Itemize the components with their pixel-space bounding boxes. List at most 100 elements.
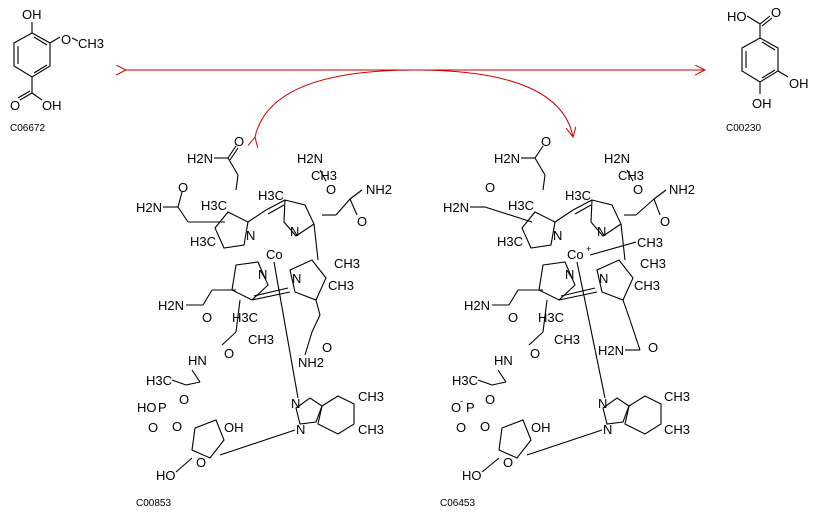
compound-c06453: H2N O H2N O H2N O NH2 O N N N N Co + [440, 134, 695, 509]
atom-label: H3C [258, 188, 284, 203]
atom-label: CH3 [618, 168, 644, 183]
atom-label: N [603, 422, 612, 437]
atom-label: P [466, 400, 475, 415]
atom-label: O [148, 420, 158, 435]
atom-charge: - [460, 396, 463, 406]
atom-label: NH2 [366, 182, 392, 197]
atom-label: NH2 [298, 355, 324, 370]
atom-label: HN [494, 353, 513, 368]
atom-label: O [451, 400, 461, 415]
atom-label: O [771, 5, 781, 20]
atom-label: H2N [158, 298, 184, 313]
atom-label: HO [156, 468, 176, 483]
atom-label: CH3 [311, 168, 337, 183]
atom-label: H2N [136, 200, 162, 215]
atom-label: O [179, 392, 189, 407]
atom-label: OH [789, 76, 809, 91]
atom-label: CH3 [664, 422, 690, 437]
atom-label: O [660, 214, 670, 229]
atom-label: H2N [187, 151, 213, 166]
atom-label: CH3 [637, 235, 663, 250]
atom-label: CH3 [248, 332, 274, 347]
compound-c06672: OH O CH3 O OH C06672 [10, 7, 104, 134]
atom-label: CH3 [328, 278, 354, 293]
atom-label: H3C [190, 234, 216, 249]
atom-label: H2N [494, 151, 520, 166]
compound-id: C00853 [136, 498, 171, 509]
atom-label: CH3 [358, 389, 384, 404]
atom-label: CH3 [78, 36, 104, 51]
atom-label: H2N [297, 151, 323, 166]
atom-label: Co [567, 247, 584, 262]
atom-label: CH3 [634, 278, 660, 293]
atom-label: O [633, 182, 643, 197]
atom-label: Co [266, 247, 283, 262]
atom-label: O [541, 134, 551, 149]
atom-label: N [565, 267, 574, 282]
atom-label: OH [224, 420, 244, 435]
atom-label: O [480, 419, 490, 434]
atom-label: O [508, 310, 518, 325]
compound-id: C06453 [440, 498, 475, 509]
atom-label: H2N [598, 343, 624, 358]
atom-label: O [172, 419, 182, 434]
compound-id: C00230 [726, 123, 761, 134]
atom-label: OH [752, 96, 772, 111]
atom-label: H3C [452, 373, 478, 388]
atom-label: HO [137, 400, 157, 415]
atom-label: N [598, 396, 607, 411]
atom-label: N [258, 267, 267, 282]
atom-label: O [234, 134, 244, 149]
atom-label: P [158, 400, 167, 415]
atom-label: N [290, 224, 299, 239]
atom-label: OH [22, 7, 42, 22]
atom-label: OH [42, 98, 62, 113]
atom-label: N [296, 422, 305, 437]
atom-label: O [10, 98, 20, 113]
curved-arrow [255, 69, 573, 137]
atom-label: H2N [443, 200, 469, 215]
compound-id: C06672 [10, 123, 45, 134]
atom-label: N [597, 224, 606, 239]
atom-label: OH [531, 420, 551, 435]
atom-label: O [485, 180, 495, 195]
atom-charge: + [586, 244, 591, 254]
atom-label: O [178, 180, 188, 195]
compound-c00853: H2N O H2N O H2N O NH2 O N N N [136, 134, 392, 509]
atom-label: O [202, 310, 212, 325]
atom-label: N [246, 228, 255, 243]
atom-label: NH2 [669, 182, 695, 197]
atom-label: O [485, 392, 495, 407]
atom-label: H3C [565, 188, 591, 203]
atom-label: CH3 [334, 256, 360, 271]
atom-label: H3C [497, 234, 523, 249]
reaction-arrows [126, 70, 705, 137]
atom-label: HO [727, 9, 747, 24]
atom-label: H2N [604, 151, 630, 166]
atom-label: H3C [538, 310, 564, 325]
atom-label: O [322, 340, 332, 355]
atom-label: HO [462, 468, 482, 483]
atom-label: H2N [464, 298, 490, 313]
atom-label: O [357, 214, 367, 229]
atom-label: H3C [232, 310, 258, 325]
atom-label: N [291, 396, 300, 411]
atom-label: H3C [146, 373, 172, 388]
atom-label: O [648, 340, 658, 355]
atom-label: N [292, 271, 301, 286]
atom-label: CH3 [358, 422, 384, 437]
atom-label: O [224, 346, 234, 361]
atom-label: CH3 [554, 332, 580, 347]
atom-label: N [553, 228, 562, 243]
atom-label: O [530, 346, 540, 361]
atom-label: HN [188, 353, 207, 368]
compound-c00230: HO O OH OH C00230 [726, 5, 809, 134]
atom-label: CH3 [640, 256, 666, 271]
atom-label: O [503, 455, 513, 470]
atom-label: O [196, 455, 206, 470]
atom-label: H3C [201, 198, 227, 213]
atom-label: N [599, 271, 608, 286]
atom-label: O [456, 420, 466, 435]
atom-label: H3C [508, 198, 534, 213]
